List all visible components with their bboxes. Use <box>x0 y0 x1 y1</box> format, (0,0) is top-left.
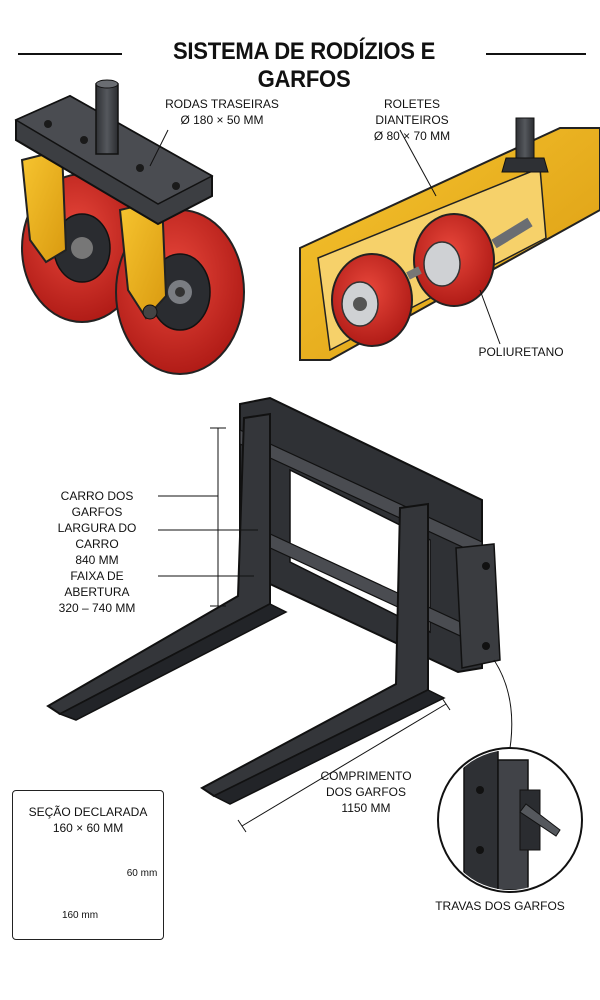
section-title: SEÇÃO DECLARADA <box>28 805 148 819</box>
opening-range-value: 320 – 740 mm <box>58 601 136 615</box>
title-row: SISTEMA DE RODÍZIOS E GARFOS <box>0 34 600 93</box>
carriage-label: CARRO DOS GARFOS <box>38 488 156 520</box>
fork-locks-text: TRAVAS DOS GARFOS <box>435 899 565 913</box>
fork-length-title-1: COMPRIMENTO <box>320 769 412 783</box>
fork-length-title-2: DOS GARFOS <box>325 785 406 799</box>
fork-length-value: 1150 mm <box>341 801 391 815</box>
section-dimension: 160 × 60 mm <box>52 821 124 835</box>
section-height-label: 60 mm <box>126 868 158 879</box>
front-rollers-label: ROLETES DIANTEIROS Ø 80 × 70 mm <box>350 96 474 144</box>
carriage-width-title: LARGURA DO CARRO <box>57 521 137 551</box>
rear-wheels-illustration <box>14 79 245 375</box>
section-width-label: 160 mm <box>50 908 110 924</box>
rear-wheels-dimension: Ø 180 × 50 mm <box>180 113 264 127</box>
title-rule-left <box>18 53 122 55</box>
fork-carriage-illustration <box>46 396 513 833</box>
carriage-width-value: 840 mm <box>75 553 119 567</box>
front-rollers-title: ROLETES DIANTEIROS <box>375 97 449 127</box>
page-title: SISTEMA DE RODÍZIOS E GARFOS <box>172 38 436 93</box>
title-rule-right <box>486 53 586 55</box>
carriage-text: CARRO DOS GARFOS <box>60 489 134 519</box>
opening-range-label: FAIXA DE ABERTURA 320 – 740 mm <box>38 568 156 616</box>
rear-wheels-label: RODAS TRASEIRAS Ø 180 × 50 mm <box>160 96 284 128</box>
front-rollers-dimension: Ø 80 × 70 mm <box>373 129 451 143</box>
material-label: POLIURETANO <box>462 344 580 360</box>
opening-range-title: FAIXA DE ABERTURA <box>64 569 130 599</box>
section-label: SEÇÃO DECLARADA 160 × 60 mm <box>12 804 164 836</box>
carriage-width-label: LARGURA DO CARRO 840 mm <box>38 520 156 568</box>
fork-length-label: COMPRIMENTO DOS GARFOS 1150 mm <box>316 768 416 816</box>
fork-locks-illustration <box>437 747 583 893</box>
front-rollers-illustration <box>299 117 600 361</box>
fork-locks-label: TRAVAS DOS GARFOS <box>430 898 570 914</box>
rear-wheels-title: RODAS TRASEIRAS <box>165 97 279 111</box>
material-text: POLIURETANO <box>478 345 564 359</box>
